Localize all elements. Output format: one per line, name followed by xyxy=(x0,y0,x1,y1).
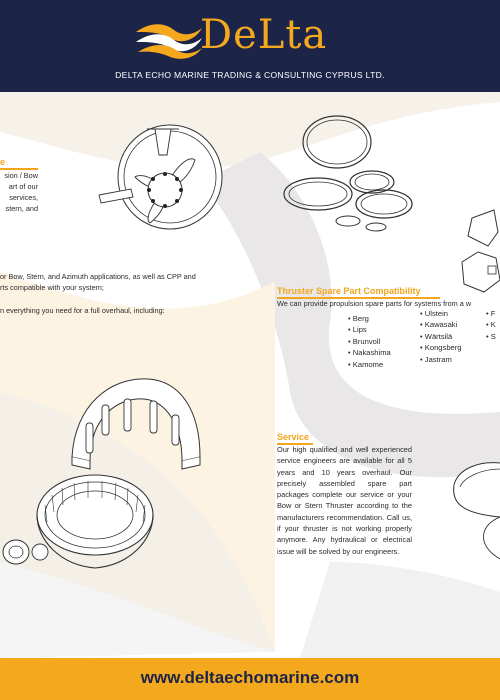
seal-rings-illustration xyxy=(283,115,500,293)
brand-item: Nakashima xyxy=(348,347,391,358)
brand-item: Berg xyxy=(348,313,391,324)
brand-item: S xyxy=(486,331,496,342)
segmented-ring-illustration xyxy=(71,378,201,470)
brand-list-col-1: Berg Lips Brunvoll Nakashima Kamome xyxy=(348,313,391,370)
brand-item: Kamome xyxy=(348,359,391,370)
left-section-heading: e xyxy=(0,157,6,167)
brand-item: F xyxy=(486,308,496,319)
company-name: DELTA ECHO MARINE TRADING & CONSULTING C… xyxy=(115,70,385,80)
brand-list-col-2: Ulstein Kawasaki Wärtsilä Kongsberg Jast… xyxy=(420,308,462,365)
brand-item: Kongsberg xyxy=(420,342,462,353)
brand-list-col-3: F K S xyxy=(486,308,496,342)
overhaul-line: n everything you need for a full overhau… xyxy=(0,306,165,315)
brand-item: K xyxy=(486,319,496,330)
intro-line-3: services, xyxy=(9,193,38,202)
page-footer: www.deltaechomarine.com xyxy=(0,658,500,700)
intro-line-1: sion / Bow xyxy=(4,171,38,180)
brand-item: Brunvoll xyxy=(348,336,391,347)
applications-line-2: rts compatible with your system; xyxy=(0,283,104,292)
service-heading: Service xyxy=(277,432,310,442)
brand-item: Lips xyxy=(348,324,391,335)
applications-line-1: or Bow, Stern, and Azimuth applications,… xyxy=(0,272,196,281)
service-paragraph: Our high qualified and well experienced … xyxy=(277,445,412,556)
compatibility-intro: We can provide propulsion spare parts fo… xyxy=(277,299,472,308)
brand-logo-text: DeLta xyxy=(200,12,328,58)
thruster-illustration xyxy=(98,124,223,230)
brand-item: Ulstein xyxy=(420,308,462,319)
page-header: DeLta DELTA ECHO MARINE TRADING & CONSUL… xyxy=(0,0,500,92)
brand-item: Wärtsilä xyxy=(420,331,462,342)
housing-illustration xyxy=(453,462,500,560)
bearing-illustration xyxy=(2,474,154,569)
website-link[interactable]: www.deltaechomarine.com xyxy=(140,668,360,687)
service-heading-underline xyxy=(277,443,313,445)
brand-item: Jastram xyxy=(420,354,462,365)
background-waves xyxy=(0,92,500,658)
wave-logo-icon xyxy=(136,24,202,59)
compatibility-heading-underline xyxy=(277,297,440,299)
left-heading-underline xyxy=(0,168,38,170)
compatibility-heading: Thruster Spare Part Compatibility xyxy=(277,286,421,296)
brand-item: Kawasaki xyxy=(420,319,462,330)
intro-line-2: art of our xyxy=(8,182,38,191)
intro-line-4: stern, and xyxy=(5,204,38,213)
